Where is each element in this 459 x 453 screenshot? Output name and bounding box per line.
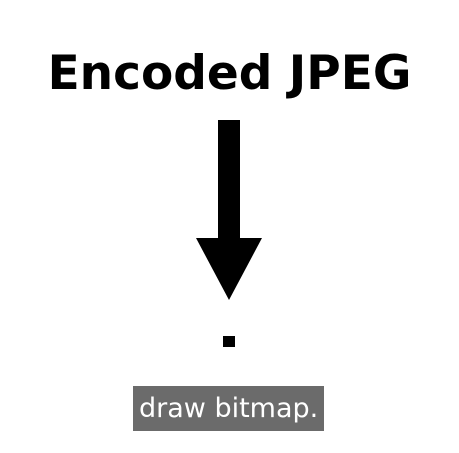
caption-label: draw bitmap. bbox=[133, 386, 325, 431]
dot-icon bbox=[223, 336, 235, 347]
caption-text: draw bitmap. bbox=[139, 393, 319, 424]
diagram-title: Encoded JPEG bbox=[47, 46, 412, 101]
arrow-down-icon bbox=[196, 120, 262, 300]
